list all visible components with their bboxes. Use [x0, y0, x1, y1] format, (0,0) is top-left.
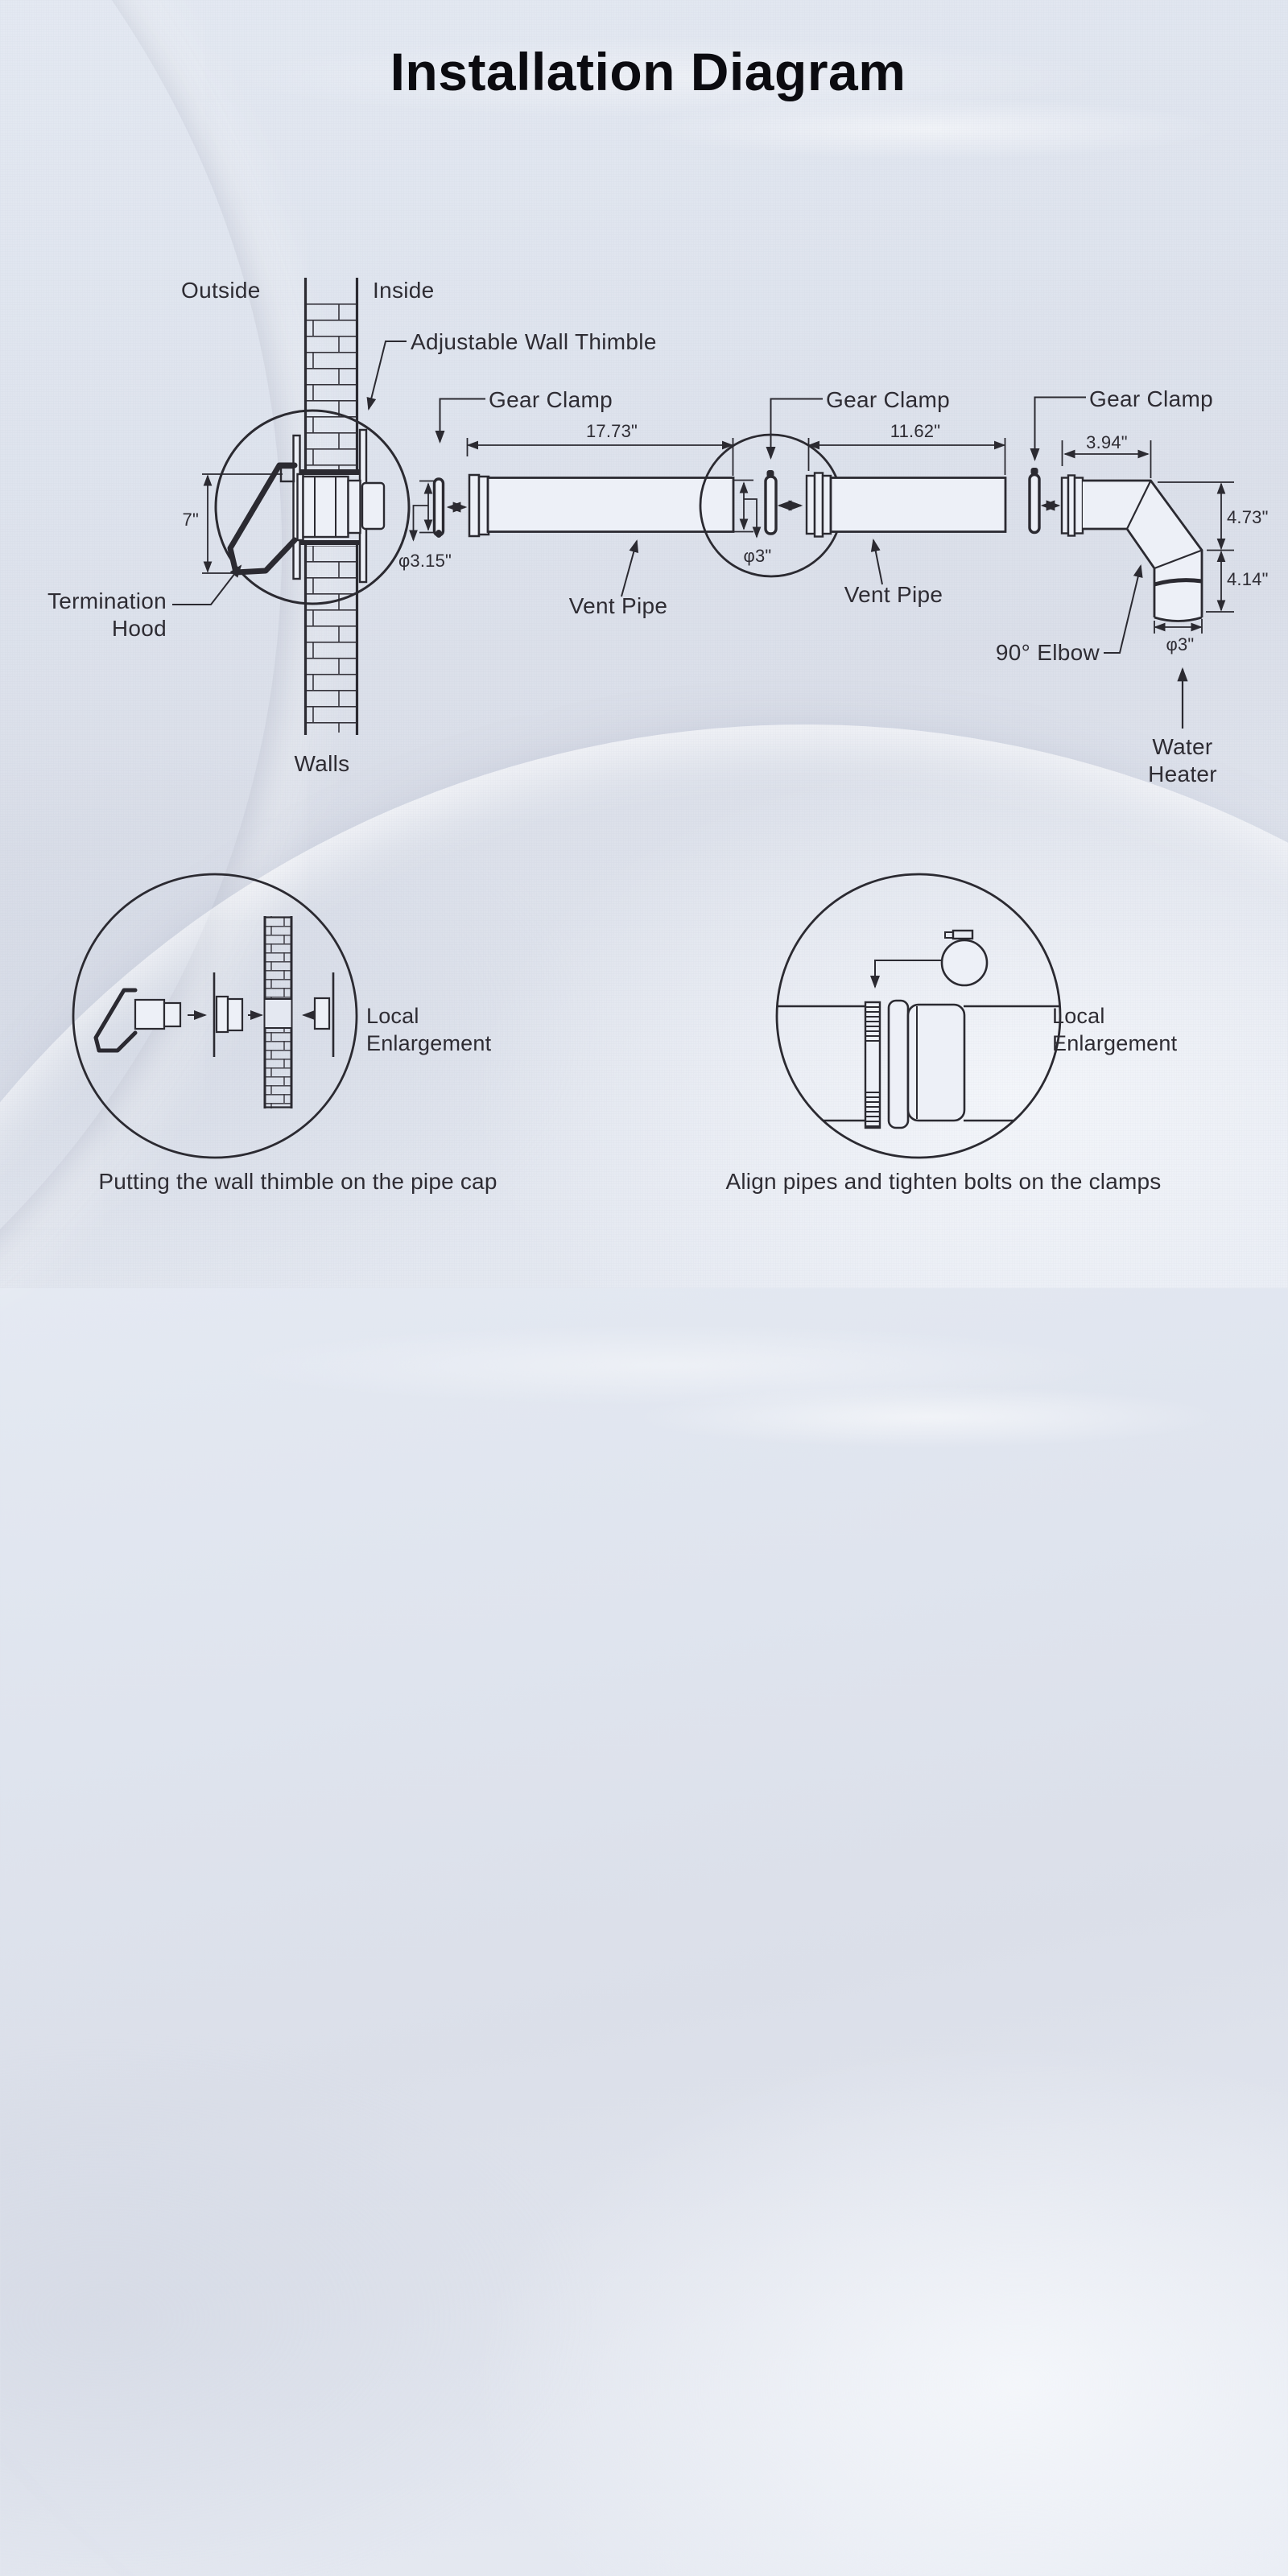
installation-diagram: Installation Diagram 7" φ3.15" — [47, 42, 1269, 1194]
leader-gear-clamp-3 — [1030, 396, 1086, 461]
label-vent-pipe-2: Vent Pipe — [844, 582, 943, 607]
page-title: Installation Diagram — [390, 42, 906, 101]
detail-left-caption: Putting the wall thimble on the pipe cap — [98, 1169, 497, 1194]
dim-thimble-diameter: φ3.15" — [398, 551, 452, 571]
label-gear-clamp-1: Gear Clamp — [489, 387, 613, 412]
wall-thimble-assembly — [292, 428, 386, 584]
label-outside: Outside — [181, 278, 261, 303]
leader-vent-pipe-1 — [621, 539, 639, 597]
mini-clamp-leader — [870, 960, 942, 989]
leader-gear-clamp-1 — [435, 398, 485, 444]
dim-wall-height: 7" — [183, 510, 199, 530]
detail-circle-right — [775, 873, 1062, 1159]
gear-clamp-2 — [764, 470, 803, 535]
mini-clamp-screw-housing — [940, 939, 989, 987]
leader-vent-pipe-2 — [870, 539, 883, 585]
leader-termination-hood — [172, 564, 242, 605]
wall-gap-upper-edge — [299, 469, 359, 475]
inside-pipe-stub — [361, 481, 386, 530]
dim-elbow-rise-lines — [1158, 481, 1234, 613]
mini-coupling-sleeve — [906, 1003, 966, 1122]
detail-left-local-line2: Enlargement — [366, 1031, 492, 1055]
label-90-elbow: 90° Elbow — [996, 640, 1100, 665]
detail-right-caption: Align pipes and tighten bolts on the cla… — [726, 1169, 1162, 1194]
brick-wall — [299, 278, 359, 735]
dim-outlet-diameter-lines — [1154, 619, 1203, 634]
label-termination-hood-line1: Termination — [47, 588, 167, 613]
leader-adjustable-wall-thimble — [366, 341, 407, 411]
zoom-circle-wall-thimble — [214, 409, 411, 605]
mini-wall-hole — [265, 999, 291, 1028]
label-termination-hood-line2: Hood — [112, 616, 167, 641]
dim-pipe-diameter-lines — [734, 479, 762, 539]
termination-hood — [227, 462, 298, 576]
detail-right-local-line1: Local — [1052, 1004, 1105, 1028]
leader-elbow — [1104, 564, 1143, 654]
dim-pipe1-length-lines — [466, 438, 734, 476]
wall-gap-lower-edge — [299, 540, 359, 545]
leader-gear-clamp-2 — [766, 398, 823, 460]
vent-pipe-1 — [468, 473, 735, 538]
label-inside: Inside — [373, 278, 435, 303]
elbow-90 — [1083, 479, 1203, 622]
dim-elbow-rise: 4.73" — [1227, 507, 1269, 527]
dim-pipe1-length: 17.73" — [586, 421, 638, 441]
dim-thimble-diameter-lines — [409, 480, 436, 542]
dim-pipe-diameter: φ3" — [744, 546, 772, 566]
pipe-coupling-3 — [1060, 474, 1084, 537]
label-water-heater-line1: Water — [1152, 734, 1212, 759]
gear-clamp-3 — [1028, 468, 1061, 535]
detail-right-local-line2: Enlargement — [1052, 1031, 1178, 1055]
dim-elbow-outlet-height: 4.14" — [1227, 569, 1269, 589]
label-gear-clamp-3: Gear Clamp — [1089, 386, 1213, 411]
mini-clamp-screw — [952, 929, 974, 940]
dim-pipe2-length: 11.62" — [890, 421, 940, 441]
label-vent-pipe-1: Vent Pipe — [569, 593, 668, 618]
dim-elbow-inlet-lines — [1061, 440, 1152, 478]
mini-termination-hood — [93, 988, 138, 1053]
dim-outlet-diameter: φ3" — [1166, 634, 1195, 654]
mini-pipe-bead — [887, 999, 910, 1129]
label-adjustable-wall-thimble: Adjustable Wall Thimble — [411, 329, 657, 354]
label-gear-clamp-2: Gear Clamp — [826, 387, 950, 412]
vent-pipe-2 — [829, 477, 1007, 533]
pipe-coupling-2 — [805, 472, 832, 538]
detail-circle-left — [72, 873, 358, 1159]
label-water-heater-line2: Heater — [1148, 762, 1217, 786]
dim-pipe2-length-lines — [807, 438, 1006, 475]
gear-clamp-1 — [432, 477, 468, 538]
label-walls: Walls — [295, 751, 350, 776]
detail-left-local-line1: Local — [366, 1004, 419, 1028]
dim-elbow-inlet: 3.94" — [1086, 432, 1128, 452]
elbow-outlet-band — [1154, 578, 1203, 587]
